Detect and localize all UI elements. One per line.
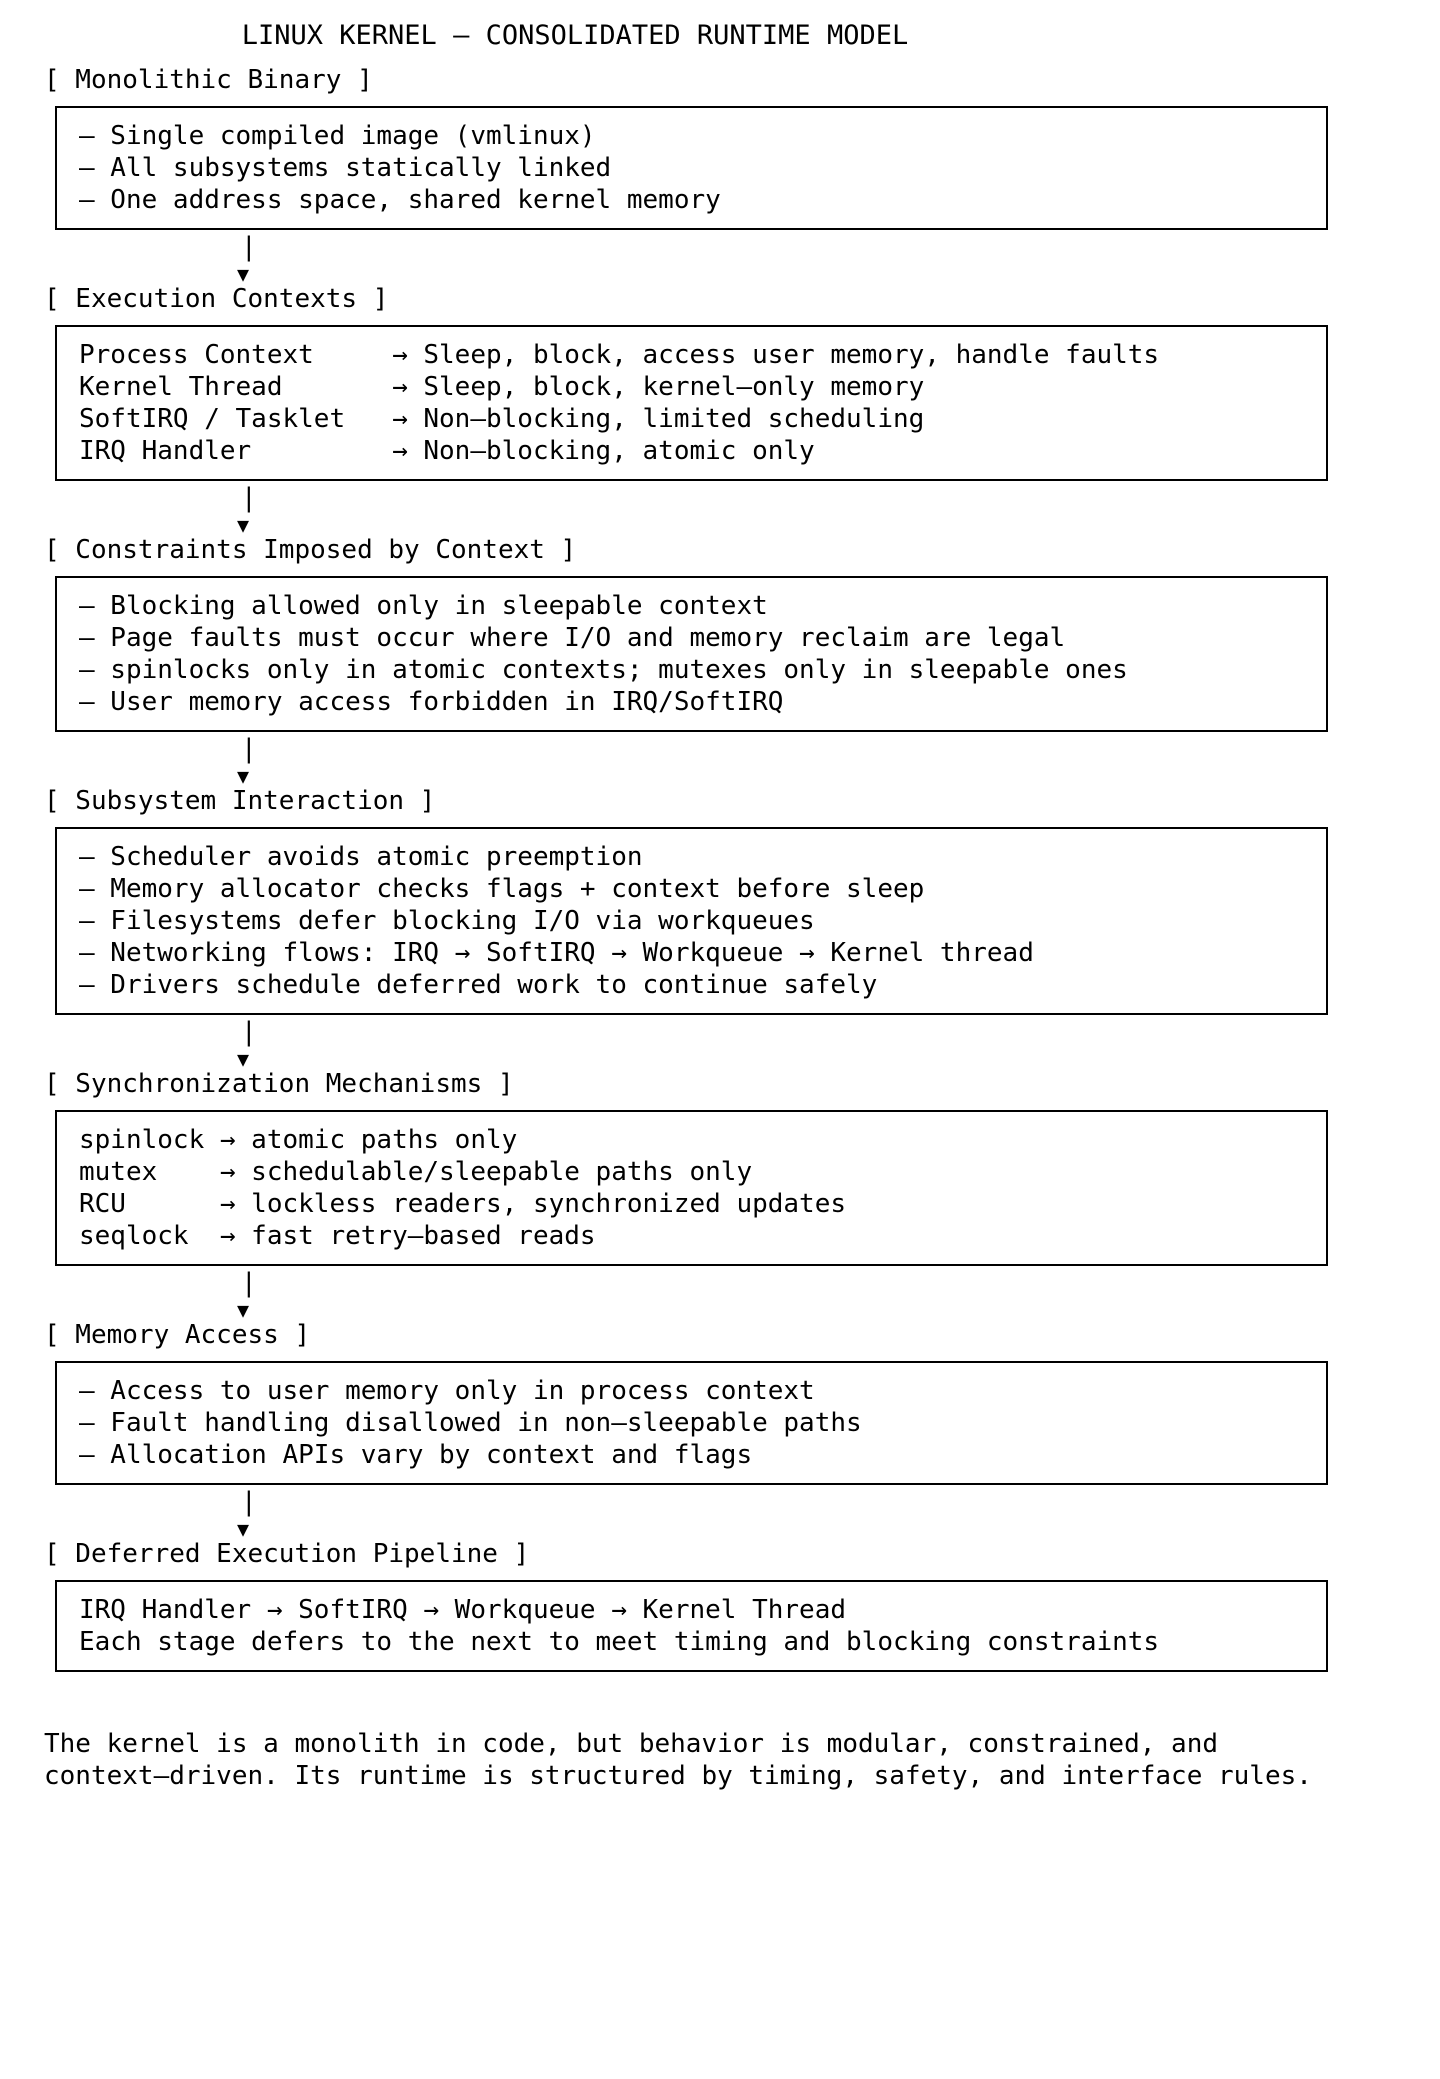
box-line: – All subsystems statically linked <box>79 153 612 183</box>
footer-line: context–driven. Its runtime is structure… <box>44 1761 1312 1791</box>
connector-arrowhead-icon: ▼ <box>237 262 250 286</box>
section-label: [ Memory Access ] <box>44 1320 311 1350</box>
box-line: – spinlocks only in atomic contexts; mut… <box>79 655 1128 685</box>
connector-arrowhead-icon: ▼ <box>237 513 250 537</box>
box-line: – Scheduler avoids atomic preemption <box>79 842 643 872</box>
box-line: – Drivers schedule deferred work to cont… <box>79 970 878 1000</box>
page-title: LINUX KERNEL — CONSOLIDATED RUNTIME MODE… <box>241 20 909 51</box>
diagram-section: [ Memory Access ] – Access to user memory… <box>0 1322 1440 1485</box>
flow-connector-arrow: |▼ <box>55 1266 1328 1322</box>
box-line: – One address space, shared kernel memor… <box>79 185 721 215</box>
box-line: IRQ Handler → SoftIRQ → Workqueue → Kern… <box>79 1595 847 1625</box>
sections-container: [ Monolithic Binary ] – Single compiled i… <box>0 67 1440 1672</box>
footer-line: The kernel is a monolith in code, but be… <box>44 1729 1218 1759</box>
footer-summary: The kernel is a monolith in code, but be… <box>0 1712 1440 1792</box>
box-line: – Networking flows: IRQ → SoftIRQ → Work… <box>79 938 1034 968</box>
section-box: Process Context → Sleep, block, access u… <box>55 325 1328 481</box>
diagram-section: [ Subsystem Interaction ] – Scheduler avo… <box>0 788 1440 1015</box>
connector-arrowhead-icon: ▼ <box>237 764 250 788</box>
section-box: – Scheduler avoids atomic preemption– Me… <box>55 827 1328 1015</box>
diagram-section: [ Execution Contexts ] Process Context → … <box>0 286 1440 481</box>
flow-connector-arrow: |▼ <box>55 1485 1328 1541</box>
box-line: Process Context → Sleep, block, access u… <box>79 340 1160 370</box>
box-line: – Memory allocator checks flags + contex… <box>79 874 925 904</box>
footer-spacer <box>0 1672 1440 1712</box>
box-line: – Blocking allowed only in sleepable con… <box>79 591 768 621</box>
flow-connector-arrow: |▼ <box>55 732 1328 788</box>
box-line: IRQ Handler → Non–blocking, atomic only <box>79 436 815 466</box>
box-line: mutex → schedulable/sleepable paths only <box>79 1157 753 1187</box>
box-line: – Filesystems defer blocking I/O via wor… <box>79 906 815 936</box>
section-box: – Blocking allowed only in sleepable con… <box>55 576 1328 732</box>
box-line: spinlock → atomic paths only <box>79 1125 518 1155</box>
box-line: – Allocation APIs vary by context and fl… <box>79 1440 753 1470</box>
box-line: – Single compiled image (vmlinux) <box>79 121 596 151</box>
box-line: – Fault handling disallowed in non–sleep… <box>79 1408 862 1438</box>
box-line: – User memory access forbidden in IRQ/So… <box>79 687 784 717</box>
box-line: SoftIRQ / Tasklet → Non–blocking, limite… <box>79 404 925 434</box>
section-label: [ Execution Contexts ] <box>44 284 389 314</box>
section-box: – Single compiled image (vmlinux)– All s… <box>55 106 1328 230</box>
connector-line-icon: | <box>241 1487 257 1517</box>
connector-arrowhead-icon: ▼ <box>237 1298 250 1322</box>
connector-arrowhead-icon: ▼ <box>237 1047 250 1071</box>
section-label: [ Constraints Imposed by Context ] <box>44 535 577 565</box>
flow-connector-arrow: |▼ <box>55 1015 1328 1071</box>
section-label: [ Subsystem Interaction ] <box>44 786 436 816</box>
section-box: IRQ Handler → SoftIRQ → Workqueue → Kern… <box>55 1580 1328 1672</box>
connector-line-icon: | <box>241 734 257 764</box>
diagram-section: [ Deferred Execution Pipeline ] IRQ Handl… <box>0 1541 1440 1672</box>
box-line: RCU → lockless readers, synchronized upd… <box>79 1189 847 1219</box>
diagram-section: [ Synchronization Mechanisms ] spinlock →… <box>0 1071 1440 1266</box>
connector-line-icon: | <box>241 232 257 262</box>
connector-arrowhead-icon: ▼ <box>237 1517 250 1541</box>
box-line: seqlock → fast retry–based reads <box>79 1221 596 1251</box>
section-label: [ Synchronization Mechanisms ] <box>44 1069 514 1099</box>
box-line: Kernel Thread → Sleep, block, kernel–onl… <box>79 372 925 402</box>
section-label: [ Deferred Execution Pipeline ] <box>44 1539 530 1569</box>
flow-connector-arrow: |▼ <box>55 230 1328 286</box>
box-line: – Page faults must occur where I/O and m… <box>79 623 1066 653</box>
diagram-section: [ Monolithic Binary ] – Single compiled i… <box>0 67 1440 230</box>
flow-connector-arrow: |▼ <box>55 481 1328 537</box>
box-line: Each stage defers to the next to meet ti… <box>79 1627 1160 1657</box>
section-box: – Access to user memory only in process … <box>55 1361 1328 1485</box>
box-line: – Access to user memory only in process … <box>79 1376 815 1406</box>
connector-line-icon: | <box>241 1268 257 1298</box>
connector-line-icon: | <box>241 1017 257 1047</box>
section-label: [ Monolithic Binary ] <box>44 65 373 95</box>
diagram-section: [ Constraints Imposed by Context ] – Bloc… <box>0 537 1440 732</box>
connector-line-icon: | <box>241 483 257 513</box>
